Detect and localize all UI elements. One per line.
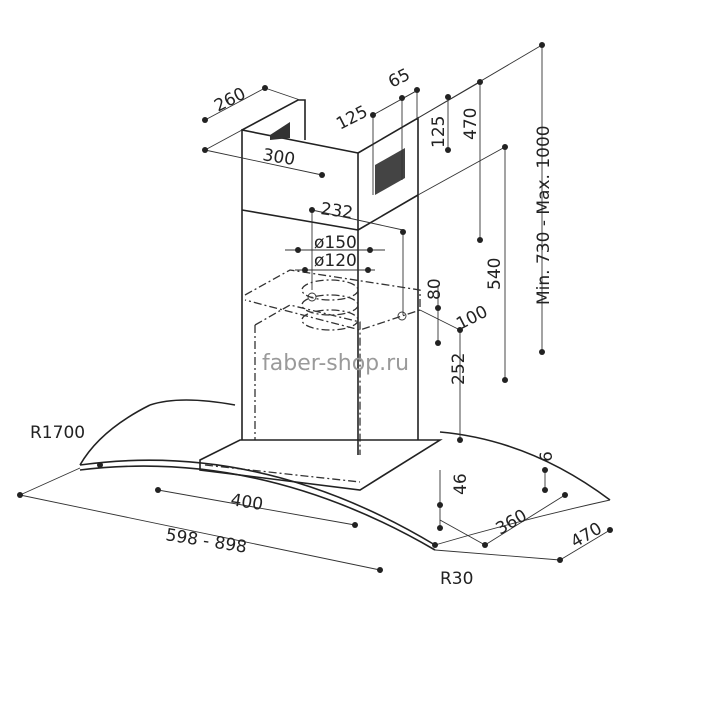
vent-shadow [270, 122, 290, 140]
label-base-height: 46 [451, 473, 471, 495]
label-total-height: Min. 730 - Max. 1000 [534, 125, 554, 305]
canopy [79, 399, 611, 551]
label-duct-inner: ø120 [314, 251, 357, 271]
label-corner-radius: R30 [440, 569, 473, 589]
label-base-depth: 360 [493, 506, 531, 540]
label-base-width: 400 [229, 490, 264, 515]
dimension-dots [17, 42, 613, 573]
label-glass-radius: R1700 [30, 423, 85, 443]
label-glass-width: 598 - 898 [164, 525, 248, 558]
label-vent-offset: 125 [333, 102, 371, 135]
label-duct-depth: 100 [453, 302, 491, 335]
label-upper-height: 470 [461, 108, 481, 140]
label-glass-depth: 470 [568, 519, 606, 553]
label-glass-thickness: 6 [537, 451, 557, 462]
label-duct-outer: ø150 [314, 233, 357, 253]
label-lower-height: 540 [485, 258, 505, 290]
label-chimney-width: 300 [261, 145, 296, 170]
label-vent-width: 65 [385, 65, 413, 93]
label-vent-height: 125 [429, 116, 449, 148]
label-motor-height: 252 [449, 353, 469, 385]
vent-grille [375, 148, 405, 195]
watermark: faber-shop.ru [262, 351, 409, 376]
label-duct-offset: 232 [319, 199, 354, 223]
label-chimney-depth: 260 [211, 84, 249, 117]
dimension-lines [19, 44, 611, 571]
motor-outline [244, 269, 421, 455]
label-duct-height: 80 [425, 278, 445, 300]
dimension-labels: 260 300 125 65 125 470 Min. 730 - Max. 1… [30, 65, 606, 589]
